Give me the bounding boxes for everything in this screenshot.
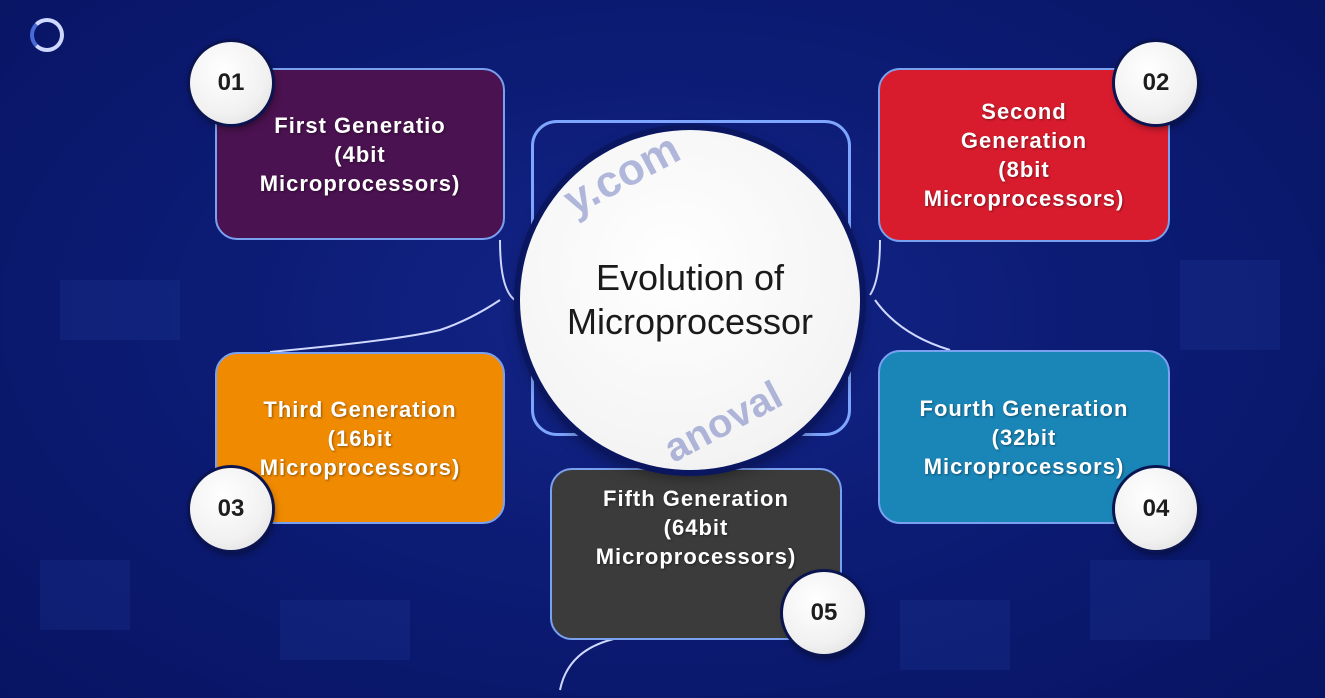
generation-05-line-3: Microprocessors) <box>595 544 797 569</box>
generation-02-line-4: Microprocessors) <box>923 186 1125 211</box>
generation-05-line-1: Fifth Generation <box>603 486 789 511</box>
center-title-line-2: Microprocessor <box>566 301 814 342</box>
bg-tile <box>1090 560 1210 640</box>
logo-icon <box>30 18 64 52</box>
generation-01-line-3: Microprocessors) <box>259 170 461 196</box>
bg-tile <box>900 600 1010 670</box>
generation-04-line-1: Fourth Generation <box>919 395 1129 421</box>
logo <box>30 18 72 52</box>
generation-04-line-2: (32bit <box>991 424 1057 450</box>
bg-tile <box>60 280 180 340</box>
bg-tile <box>280 600 410 660</box>
generation-box-02: Second Generation (8bit Microprocessors) <box>878 68 1170 242</box>
generation-04-line-3: Microprocessors) <box>923 453 1125 479</box>
generation-01-line-2: (4bit <box>334 141 386 167</box>
badge-01: 01 <box>190 42 272 124</box>
generation-02-line-1: Second <box>981 99 1067 124</box>
badge-05: 05 <box>783 572 865 654</box>
center-circle: Evolution of Microprocessor <box>520 130 860 470</box>
connector-04 <box>874 299 951 351</box>
connector-02 <box>869 239 881 296</box>
badge-04: 04 <box>1115 468 1197 550</box>
generation-box-05: Fifth Generation (64bit Microprocessors) <box>550 468 842 640</box>
generation-02-line-3: (8bit <box>998 157 1050 182</box>
badge-02: 02 <box>1115 42 1197 124</box>
badge-03: 03 <box>190 468 272 550</box>
generation-03-line-2: (16bit <box>327 425 393 451</box>
connector-01 <box>499 239 516 301</box>
connector-03 <box>269 299 501 353</box>
center-title-line-1: Evolution of <box>595 257 785 298</box>
generation-02-line-2: Generation <box>960 128 1088 153</box>
generation-03-line-3: Microprocessors) <box>259 454 461 480</box>
bg-tile <box>40 560 130 630</box>
bg-tile <box>1180 260 1280 350</box>
generation-05-line-2: (64bit <box>663 515 729 540</box>
connector-05 <box>559 634 641 691</box>
generation-01-line-1: First Generatio <box>274 112 446 138</box>
generation-03-line-1: Third Generation <box>263 396 457 422</box>
